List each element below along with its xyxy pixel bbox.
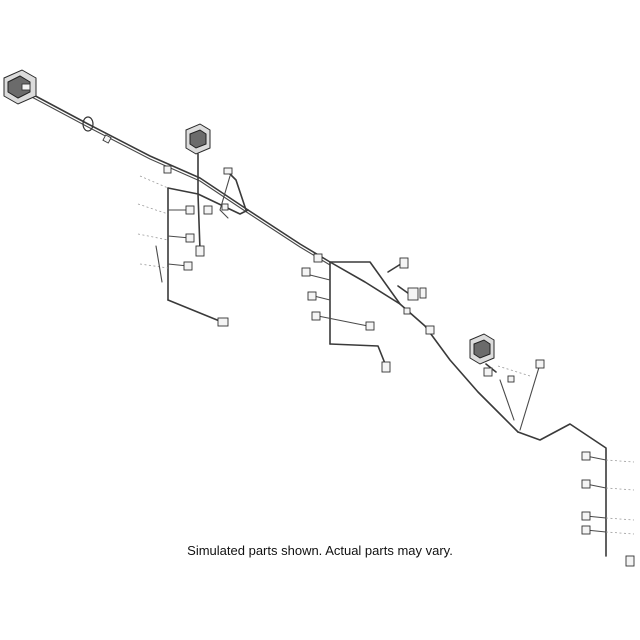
clip-1: [102, 134, 112, 144]
main-connector-left: [3, 69, 37, 105]
sensor-lead-2: [497, 359, 545, 431]
branch-cluster-3: [517, 423, 635, 567]
sensor-lead-1: [203, 167, 247, 219]
caption: Simulated parts shown. Actual parts may …: [187, 543, 453, 558]
connector-block-1: [185, 123, 211, 195]
connector-group-2: [387, 257, 435, 335]
ring-terminal-1: [82, 116, 94, 132]
branch-cluster-1: [137, 165, 249, 327]
connector-block-2: [469, 333, 497, 377]
main-trunk: [27, 91, 519, 433]
branch-cluster-2: [301, 253, 401, 373]
